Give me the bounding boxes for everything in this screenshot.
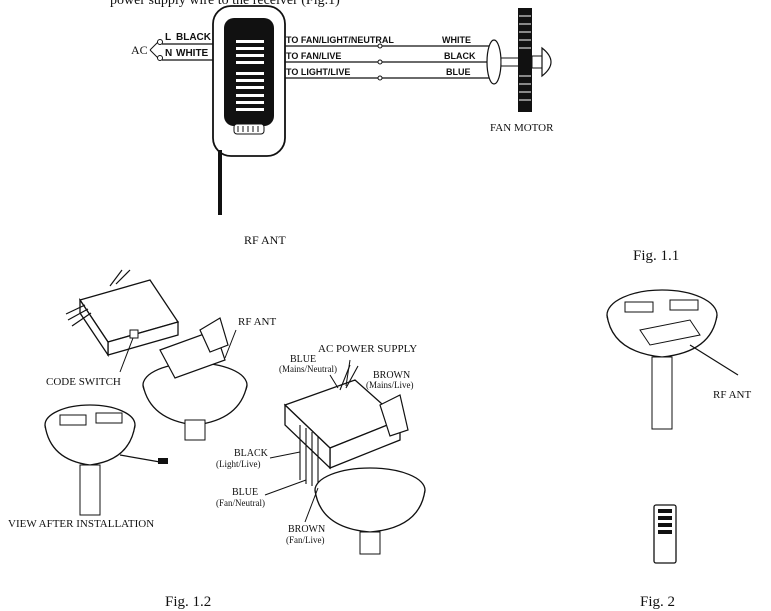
ac-bracket-top <box>149 41 159 51</box>
blue-fan-sub: (Fan/Neutral) <box>216 498 265 508</box>
n-color: WHITE <box>176 48 209 59</box>
out-label-3: TO LIGHT/LIVE <box>286 67 350 77</box>
receiver-slot <box>236 72 264 75</box>
downrod-mid <box>184 419 206 441</box>
canopy-fig2-slot <box>624 301 654 313</box>
ant-wire-fig2 <box>689 344 739 376</box>
l-color: BLACK <box>176 32 212 43</box>
remote-button <box>658 530 672 534</box>
wire-color-3: BLUE <box>446 67 471 77</box>
receiver-slot <box>236 108 264 111</box>
canopy-fig2-slot <box>669 299 699 311</box>
fig-1-1: AC L BLACK N WHITE RF ANT <box>131 5 679 264</box>
motor-hub <box>531 55 543 69</box>
fig-2: RF ANT Fig. 2 <box>606 289 751 610</box>
out-label-2: TO FAN/LIVE <box>286 51 341 61</box>
receiver-slot <box>236 61 264 64</box>
fig-1-2: CODE SWITCH RF ANT VIEW AFTER INSTALLATI… <box>8 269 426 610</box>
blue-mains-sub: (Mains/Neutral) <box>279 364 337 374</box>
receiver-slot <box>236 101 264 104</box>
code-switch-label: CODE SWITCH <box>46 376 121 388</box>
brown-fan-label: BROWN <box>288 524 325 535</box>
canopy-slot <box>95 412 123 424</box>
fig-1-2-caption: Fig. 1.2 <box>165 594 211 610</box>
n-label: N <box>165 48 172 59</box>
motor-cap <box>486 39 502 85</box>
ant-wire-installed <box>119 454 161 463</box>
ant-tip-installed <box>158 458 168 464</box>
wire-junction <box>377 43 383 49</box>
black-label: BLACK <box>234 448 269 459</box>
motor-body <box>518 8 532 112</box>
brown-mains-label: BROWN <box>373 370 410 381</box>
canopy-slot <box>59 414 87 426</box>
ac-power-label: AC POWER SUPPLY <box>318 343 417 355</box>
bracket-plate <box>199 317 229 353</box>
n-terminal <box>157 55 163 61</box>
rf-ant-leader <box>224 329 237 359</box>
blue-mains-label: BLUE <box>290 354 316 365</box>
leader-ac <box>345 359 351 387</box>
receiver-fig2 <box>639 319 701 346</box>
code-switch-box <box>129 329 139 339</box>
l-terminal <box>157 39 163 45</box>
brown-mains-sub: (Mains/Live) <box>366 380 414 390</box>
leader-blue-mains <box>329 374 339 389</box>
motor-fins <box>519 15 531 101</box>
view-after-label: VIEW AFTER INSTALLATION <box>8 518 154 530</box>
remote-button <box>658 516 672 520</box>
receiver-grille <box>233 123 265 135</box>
wire-junction <box>377 75 383 81</box>
remote-button <box>658 523 672 527</box>
rf-ant-label-12: RF ANT <box>238 316 276 328</box>
canopy-mid-bowl <box>142 384 248 426</box>
rf-ant-label-fig2: RF ANT <box>713 389 751 401</box>
fig-2-caption: Fig. 2 <box>640 594 675 610</box>
fig-1-1-caption: Fig. 1.1 <box>633 248 679 264</box>
downrod-installed <box>79 464 101 516</box>
wire-color-2: BLACK <box>444 51 476 61</box>
receiver-slot <box>236 86 264 89</box>
wire-junction <box>377 59 383 65</box>
receiver-slot <box>236 94 264 97</box>
l-label: L <box>165 32 171 43</box>
wire-color-1: WHITE <box>442 35 471 45</box>
canopy-installed-bowl <box>44 424 136 466</box>
downrod-right <box>359 531 381 555</box>
code-switch-leader <box>119 337 134 373</box>
receiver-module-end <box>79 297 109 358</box>
blue-fan-label: BLUE <box>232 487 258 498</box>
ac-label: AC <box>131 43 148 57</box>
black-sub: (Light/Live) <box>216 459 261 469</box>
antenna-label: RF ANT <box>244 233 286 247</box>
brown-fan-sub: (Fan/Live) <box>286 535 325 545</box>
receiver-slot <box>236 54 264 57</box>
receiver-slot <box>236 79 264 82</box>
module-wires <box>65 269 131 327</box>
leader-blue-fan <box>264 479 307 496</box>
leader-brown-fan <box>304 487 319 523</box>
receiver-slot <box>236 40 264 43</box>
leader-black <box>269 451 301 459</box>
receiver-slot <box>236 47 264 50</box>
receiver-assembly-end <box>284 403 331 470</box>
assembly-bracket <box>379 394 409 437</box>
motor-shaft <box>500 57 520 67</box>
downrod-fig2 <box>651 356 673 430</box>
motor-dome <box>541 46 552 78</box>
ac-bracket-bottom <box>149 49 159 59</box>
canopy-right-bowl <box>314 489 426 533</box>
remote-button <box>658 509 672 513</box>
out-label-1: TO FAN/LIGHT/NEUTRAL <box>286 35 394 45</box>
motor-label: FAN MOTOR <box>490 122 554 134</box>
header-fragment: power supply wire to the receiver (Fig.1… <box>110 0 340 8</box>
